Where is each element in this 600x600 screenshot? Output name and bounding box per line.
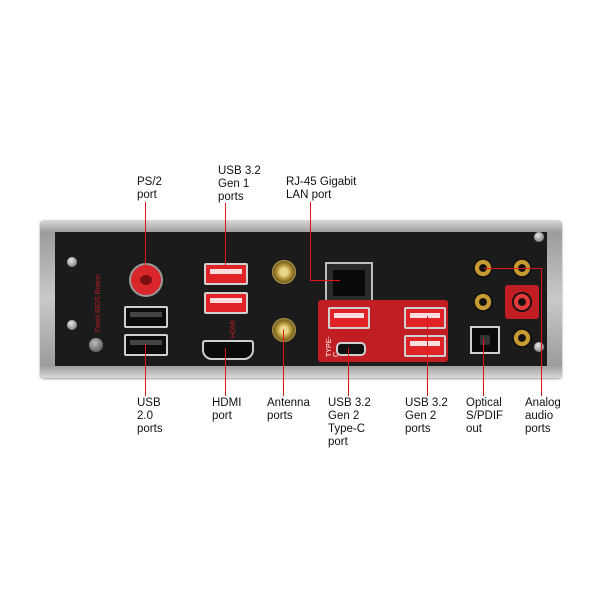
leader-hdmi xyxy=(225,348,226,396)
usb20-port-1[interactable] xyxy=(124,306,168,328)
usb-gen1-port-1[interactable] xyxy=(204,263,248,285)
antenna-port-1[interactable] xyxy=(272,260,296,284)
leader-rj45-h xyxy=(310,280,340,281)
ps2-port[interactable] xyxy=(129,263,163,297)
antenna-port-2[interactable] xyxy=(272,318,296,342)
audio-jack-3[interactable] xyxy=(473,292,493,312)
label-antenna-ports: Antenna ports xyxy=(267,397,310,422)
screw-icon xyxy=(534,232,544,242)
usb-tongue xyxy=(410,313,440,318)
ps2-pins xyxy=(140,275,152,285)
usb-gen2-port-2[interactable] xyxy=(404,335,446,357)
leader-usb-gen1 xyxy=(225,203,226,265)
usb20-port-2[interactable] xyxy=(124,334,168,356)
label-usb-gen2-ports: USB 3.2 Gen 2 ports xyxy=(405,397,448,435)
audio-jack-4[interactable] xyxy=(512,292,532,312)
leader-usb20 xyxy=(145,344,146,396)
usb-tongue xyxy=(130,312,162,317)
leader-rj45-v xyxy=(310,202,311,280)
usb-tongue xyxy=(410,341,440,346)
hdmi-port[interactable] xyxy=(202,340,254,360)
screw-icon xyxy=(67,257,77,267)
usb-tongue xyxy=(130,340,162,345)
flash-bios-button[interactable] xyxy=(89,338,103,352)
usb-tongue xyxy=(334,313,364,318)
leader-antenna xyxy=(283,330,284,396)
label-usb-typec-port: USB 3.2 Gen 2 Type-C port xyxy=(328,397,371,448)
leader-audio-v xyxy=(541,268,542,396)
leader-audio-h xyxy=(484,268,541,269)
rj45-port[interactable] xyxy=(325,262,373,302)
screw-icon xyxy=(67,320,77,330)
usb-gen2-port-1[interactable] xyxy=(404,307,446,329)
screw-icon xyxy=(534,342,544,352)
optical-core xyxy=(480,335,490,345)
usb-typec-port[interactable] xyxy=(336,342,366,356)
flash-bios-text: Flash BIOS Button xyxy=(95,274,102,332)
label-hdmi-port: HDMI port xyxy=(212,397,242,422)
hdmi-print: HDMI xyxy=(230,320,237,338)
audio-jack-5[interactable] xyxy=(512,328,532,348)
label-ps2-port: PS/2 port xyxy=(137,176,162,201)
usb-tongue xyxy=(210,269,242,274)
audio-jack-1[interactable] xyxy=(473,258,493,278)
label-usb-gen1-ports: USB 3.2 Gen 1 ports xyxy=(218,165,261,203)
optical-spdif-port[interactable] xyxy=(470,326,500,354)
leader-optical xyxy=(483,338,484,396)
leader-typec xyxy=(348,348,349,396)
label-rj45-port: RJ-45 Gigabit LAN port xyxy=(286,176,357,201)
leader-ps2 xyxy=(145,202,146,268)
leader-usb-gen2 xyxy=(427,316,428,396)
usb-gen1-port-2[interactable] xyxy=(204,292,248,314)
usb-tongue xyxy=(210,298,242,303)
label-optical-out: Optical S/PDIF out xyxy=(466,397,504,435)
usb-gen2-port-a[interactable] xyxy=(328,307,370,329)
label-usb20-ports: USB 2.0 ports xyxy=(137,397,163,435)
label-analog-audio-ports: Analog audio ports xyxy=(525,397,561,435)
rj45-socket xyxy=(333,270,365,296)
